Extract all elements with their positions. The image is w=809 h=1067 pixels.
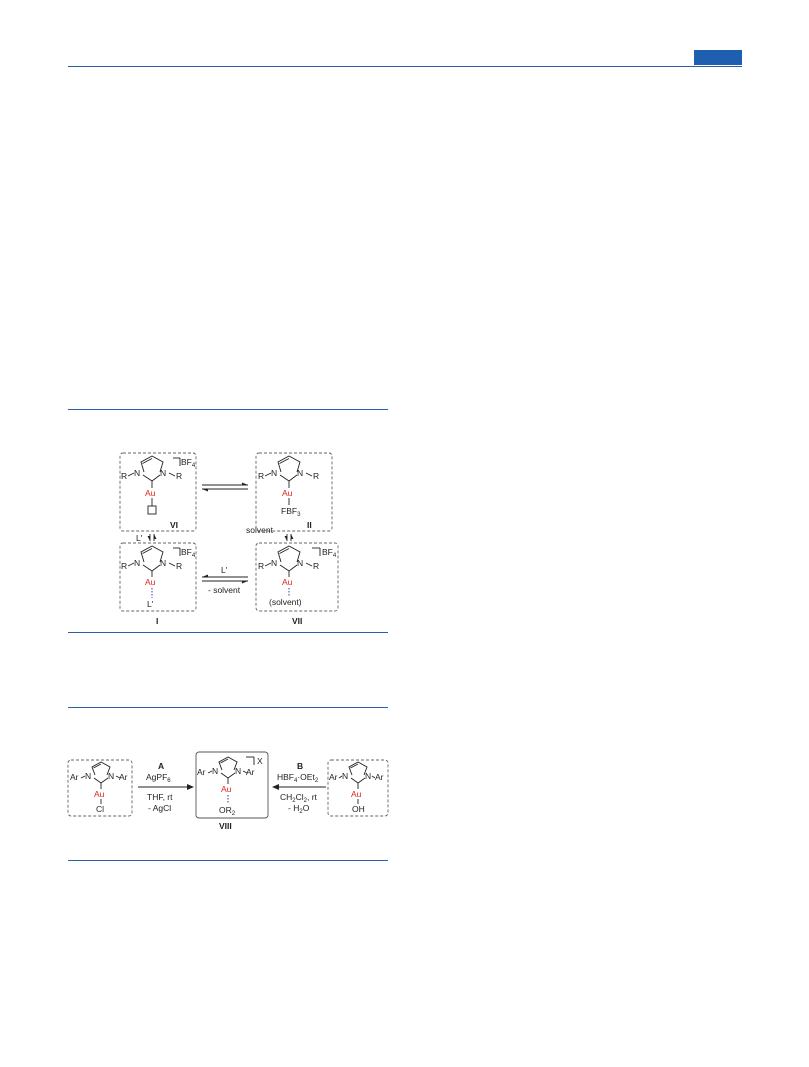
eq-arrow-vii-i: L' - solvent <box>202 565 248 595</box>
complex-viii: N N Ar Ar Au OR2 X VIII <box>195 751 269 831</box>
scheme1-top-rule <box>68 409 388 410</box>
arrow-bottom-top-label: L' <box>221 565 228 575</box>
scheme1-bottom-rule <box>68 632 388 633</box>
left-n-left: N <box>85 771 91 781</box>
vi-counterion: BF4 <box>181 457 196 469</box>
header-rule <box>68 66 742 67</box>
left-n-right: N <box>108 771 114 781</box>
route-b-label: B <box>297 761 303 771</box>
i-ligand: L' <box>147 599 154 609</box>
viii-n-right: N <box>235 766 241 776</box>
i-r-left: R <box>121 561 127 571</box>
vi-n-left: N <box>134 468 140 478</box>
ii-n-left: N <box>271 468 277 478</box>
vi-label: VI <box>170 520 178 530</box>
scheme2-bottom-rule <box>68 860 388 861</box>
route-a-label: A <box>158 761 164 771</box>
route-a-reagent: AgPF6 <box>146 772 171 784</box>
ii-r-right: R <box>313 471 319 481</box>
complex-left-aucl: N N Ar Ar Au Cl <box>67 759 133 817</box>
complex-ii: N N R R Au FBF3 II <box>255 452 333 532</box>
vii-n-left: N <box>271 558 277 568</box>
vi-vacant-site-icon <box>147 505 157 515</box>
eq-arrow-vi-i: L' <box>136 533 157 543</box>
vii-r-left: R <box>258 561 264 571</box>
viii-ligand: OR2 <box>219 805 236 817</box>
eq-arrow-ii-vii: solvent <box>246 525 294 541</box>
i-n-right: N <box>160 558 166 568</box>
vii-n-right: N <box>297 558 303 568</box>
i-au: Au <box>145 577 156 587</box>
vi-r-left: R <box>121 471 127 481</box>
ii-ligand: FBF3 <box>281 506 301 518</box>
complex-vi: N N R R Au BF4 VI <box>119 452 197 532</box>
left-ligand: Cl <box>96 804 104 814</box>
viii-au: Au <box>221 784 232 794</box>
right-n-right: N <box>365 771 371 781</box>
header-tab <box>694 50 742 65</box>
left-au: Au <box>94 789 105 799</box>
complex-right-auoh: N N Ar Ar Au OH <box>327 759 389 817</box>
route-a: A AgPF6 THF, rt - AgCl <box>138 761 194 813</box>
ii-n-right: N <box>297 468 303 478</box>
viii-ar-right: Ar <box>246 767 255 777</box>
i-r-right: R <box>176 561 182 571</box>
viii-label: VIII <box>219 821 232 831</box>
ii-label: II <box>307 520 312 530</box>
arrow-right-label: solvent <box>246 525 274 535</box>
right-ar-right: Ar <box>375 772 384 782</box>
vii-ligand: (solvent) <box>269 597 302 607</box>
route-a-cond: THF, rt <box>147 792 173 802</box>
complex-i: N N R R Au L' BF4 I <box>119 542 197 626</box>
route-b: B HBF4·OEt2 CH2Cl2, rt - H2O <box>272 761 326 815</box>
viii-ar-left: Ar <box>197 767 206 777</box>
route-b-cond: CH2Cl2, rt <box>280 792 318 804</box>
right-ar-left: Ar <box>329 772 338 782</box>
arrow-bottom-bottom-label: - solvent <box>208 585 241 595</box>
vi-r-right: R <box>176 471 182 481</box>
eq-arrow-vi-ii <box>202 482 248 492</box>
scheme2-top-rule <box>68 707 388 708</box>
route-b-byproduct: - H2O <box>288 803 310 815</box>
i-label: I <box>156 616 158 626</box>
right-au: Au <box>351 789 362 799</box>
vii-r-right: R <box>313 561 319 571</box>
viii-counterion: X <box>257 756 263 766</box>
i-counterion: BF4 <box>181 547 196 559</box>
vii-counterion: BF4 <box>322 547 337 559</box>
left-ar-left: Ar <box>70 772 79 782</box>
vi-au: Au <box>145 488 156 498</box>
vii-au: Au <box>282 577 293 587</box>
ii-r-left: R <box>258 471 264 481</box>
ii-au: Au <box>282 488 293 498</box>
complex-vii: N N R R Au (solvent) BF4 VII <box>255 542 339 626</box>
i-n-left: N <box>134 558 140 568</box>
route-a-byproduct: - AgCl <box>148 803 171 813</box>
vii-label: VII <box>292 616 302 626</box>
viii-n-left: N <box>212 766 218 776</box>
vi-n-right: N <box>160 468 166 478</box>
left-ar-right: Ar <box>119 772 128 782</box>
route-b-reagent: HBF4·OEt2 <box>277 772 319 784</box>
arrow-left-label: L' <box>136 533 143 543</box>
right-ligand: OH <box>352 804 365 814</box>
right-n-left: N <box>342 771 348 781</box>
